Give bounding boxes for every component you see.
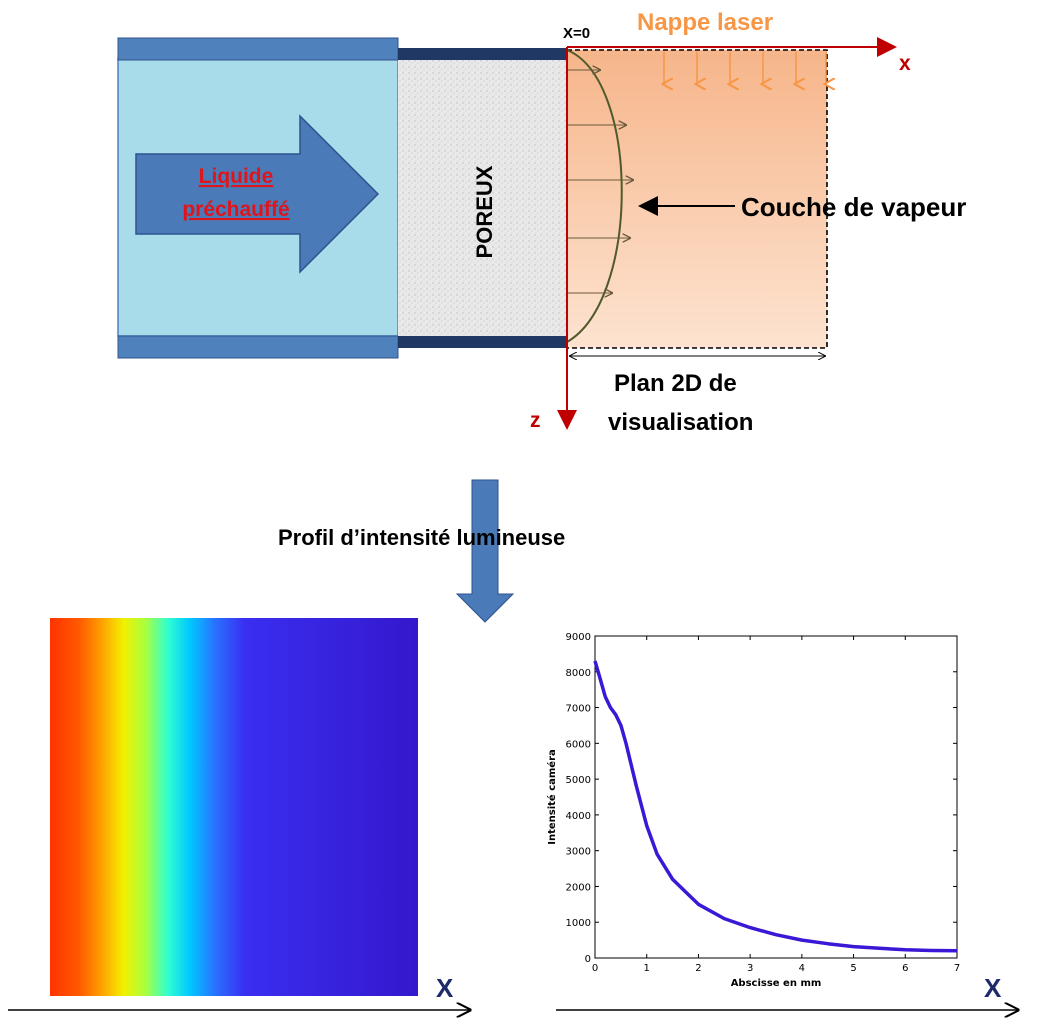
y-tick-label: 7000 bbox=[566, 704, 591, 715]
series-line bbox=[593, 660, 958, 953]
vapor-layer-curve bbox=[566, 49, 623, 343]
porous-bottom-bar bbox=[398, 336, 568, 348]
liquid-label-line2: préchauffé bbox=[182, 198, 289, 221]
tube-top-wall bbox=[117, 37, 399, 61]
vapor-profile-arrows bbox=[568, 70, 633, 293]
y-tick-label: 9000 bbox=[566, 632, 591, 643]
porous-block bbox=[398, 58, 568, 336]
tube-bottom-wall bbox=[117, 335, 399, 359]
vapor-label: Couche de vapeur bbox=[741, 192, 966, 222]
x-tick-label: 4 bbox=[799, 963, 805, 974]
bottom-right-x-label: X bbox=[984, 973, 1002, 1003]
x-tick-label: 6 bbox=[902, 963, 908, 974]
y-tick-label: 6000 bbox=[566, 739, 591, 750]
y-tick-label: 2000 bbox=[566, 882, 591, 893]
z-axis-label: z bbox=[530, 409, 541, 432]
intensity-chart: 0 1 2 3 4 5 6 7 0 1000 2000 3000 4000 5000 6000 7000 800… bbox=[546, 632, 960, 989]
x-tick-label: 5 bbox=[850, 963, 856, 974]
y-tick-label: 4000 bbox=[566, 811, 591, 822]
porous-label: POREUX bbox=[472, 165, 497, 258]
chart-xlabel: Abscisse en mm bbox=[731, 978, 822, 989]
chart-ylabel: Intensité caméra bbox=[546, 749, 558, 845]
plane-label-line1: Plan 2D de bbox=[614, 370, 737, 397]
x-tick-label: 1 bbox=[644, 963, 650, 974]
y-tick-label: 0 bbox=[585, 954, 591, 965]
x-tick-label: 2 bbox=[695, 963, 701, 974]
x-tick-label: 3 bbox=[747, 963, 753, 974]
chart-plot-area bbox=[594, 635, 958, 959]
y-tick-label: 8000 bbox=[566, 668, 591, 679]
x-tick-label: 7 bbox=[954, 963, 960, 974]
intensity-heatmap bbox=[50, 618, 418, 996]
bottom-left-x-label: X bbox=[436, 973, 454, 1003]
x-axis-label: x bbox=[899, 52, 911, 75]
plane-label-line2: visualisation bbox=[608, 409, 753, 436]
visualisation-plane bbox=[566, 49, 828, 349]
porous-top-bar bbox=[398, 48, 568, 60]
y-tick-label: 3000 bbox=[566, 847, 591, 858]
x0-label: X=0 bbox=[563, 25, 590, 42]
y-tick-label: 5000 bbox=[566, 775, 591, 786]
laser-label: Nappe laser bbox=[637, 9, 773, 36]
profile-label: Profil d’intensité lumineuse bbox=[278, 525, 565, 550]
y-tick-label: 1000 bbox=[566, 918, 591, 929]
liquid-flow-arrow bbox=[135, 114, 380, 274]
liquid-label-line1: Liquide bbox=[199, 165, 274, 188]
x-tick-label: 0 bbox=[592, 963, 598, 974]
profile-down-arrow bbox=[455, 479, 515, 623]
laser-arrows bbox=[664, 52, 826, 84]
